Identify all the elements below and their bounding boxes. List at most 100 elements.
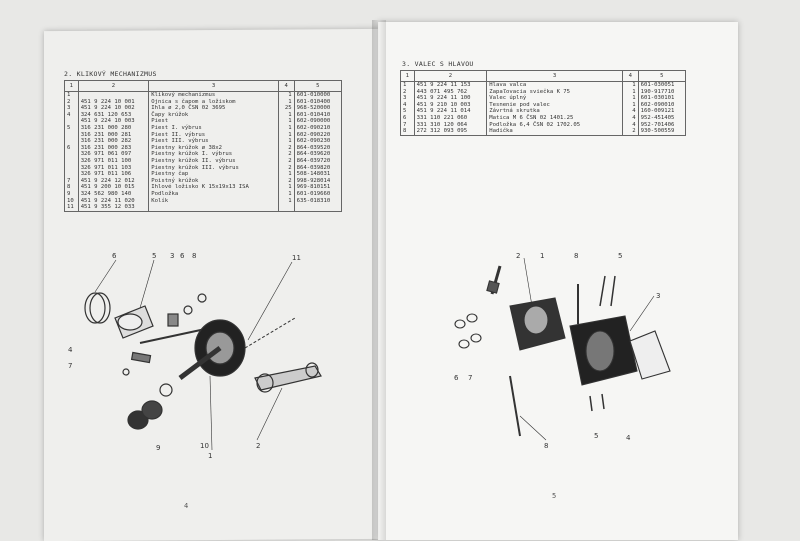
cell-num: 160-009121 [637, 108, 687, 115]
col-header: 4 [621, 70, 639, 82]
cell-num: 601-010000 [293, 91, 343, 99]
cell-num: 864-039820 [293, 164, 343, 172]
cell-qty: 1 [621, 95, 639, 102]
callout-label: 8 [574, 252, 578, 260]
cell-pos [64, 164, 79, 172]
col-header: 4 [277, 80, 295, 92]
cell-name: Podložka [148, 190, 279, 198]
callout-label: 3 [656, 292, 660, 300]
cell-qty: 1 [277, 184, 295, 191]
callout-label: 6 [454, 374, 459, 382]
cell-qty: 1 [621, 101, 639, 109]
cylinder-exploded-drawing: 2 1 8 5 3 6 7 8 5 4 [454, 252, 671, 450]
cell-name: Zapaľovacia sviečka K 75 [486, 88, 623, 96]
cell-num: 602-090210 [293, 124, 343, 132]
cell-num: 952-451405 [637, 114, 687, 122]
cell-code: 316 231 000 283 [77, 144, 150, 152]
cell-qty: 4 [621, 114, 639, 122]
cell-code: 451 9 224 11 020 [77, 197, 150, 205]
callout-label: 2 [516, 252, 520, 260]
cell-num: 601-030051 [637, 81, 687, 89]
callout-label: 4 [68, 346, 73, 354]
cell-qty: 1 [277, 171, 295, 178]
cell-code: 451 9 224 11 014 [413, 108, 488, 115]
callout-label: 1 [208, 452, 212, 460]
cell-code: 451 9 224 10 003 [77, 118, 150, 125]
cell-num: 952-701406 [637, 121, 687, 129]
cell-pos: 6 [400, 114, 415, 122]
left-section-title: 2. KLIKOVÝ MECHANIZMUS [64, 70, 157, 78]
cell-name [148, 204, 279, 212]
cell-name: Ojnica s čapom a ložiskom [148, 98, 279, 106]
callout-label: 3 [170, 252, 174, 260]
callout-label: 8 [544, 442, 548, 450]
callout-label: 5 [594, 432, 598, 440]
cell-code: 451 9 210 10 003 [413, 101, 488, 109]
cell-qty: 1 [277, 118, 295, 125]
cell-name: Čapy krúžok [148, 111, 279, 119]
cell-num: 601-030101 [637, 95, 687, 102]
cell-num: 969-810151 [293, 184, 343, 191]
cell-qty: 2 [621, 128, 639, 136]
cell-pos: 5 [400, 108, 415, 115]
col-header: 2 [413, 70, 488, 82]
cell-code: 326 971 061 097 [77, 151, 150, 158]
cell-name: Ihla ø 2,0 ČSN 02 3695 [148, 105, 279, 112]
cell-name: Matica M 6 ČSN 02 1401.25 [486, 114, 623, 122]
cell-pos [64, 171, 79, 178]
cell-num: 864-039720 [293, 157, 343, 165]
cell-qty: 1 [277, 138, 295, 145]
cell-qty: 1 [621, 81, 639, 89]
cell-qty: 25 [277, 105, 295, 112]
cell-pos: 2 [64, 98, 79, 106]
cell-code: 324 562 980 140 [77, 190, 150, 198]
cell-num [293, 204, 343, 212]
cell-code: 451 9 224 10 002 [77, 105, 150, 112]
cell-qty: 1 [277, 131, 295, 139]
cell-code: 451 9 224 12 012 [77, 177, 150, 185]
col-header: 1 [64, 80, 79, 92]
cell-code: 331 110 221 060 [413, 114, 488, 122]
cell-code: 316 231 000 281 [77, 131, 150, 139]
cell-name: Piestny krúžok I. výbrus [148, 151, 279, 158]
col-header: 3 [486, 70, 623, 82]
cell-qty: 1 [277, 111, 295, 119]
col-header: 5 [293, 80, 343, 92]
cell-qty: 1 [277, 190, 295, 198]
col-header: 1 [400, 70, 415, 82]
cell-num: 930-500559 [637, 128, 687, 136]
cell-qty: 4 [621, 108, 639, 115]
cell-name: Piest II. výbrus [148, 131, 279, 139]
right-page-number: 5 [552, 492, 557, 500]
callout-label: 2 [256, 442, 260, 450]
cell-code: 326 971 011 106 [77, 171, 150, 178]
cell-num: 602-090000 [293, 118, 343, 125]
callout-label: 7 [468, 374, 472, 382]
callout-label: 7 [68, 362, 72, 370]
cell-name: Piestny krúžok ø 38x2 [148, 144, 279, 152]
cell-num: 601-010410 [293, 111, 343, 119]
cell-pos: 8 [64, 184, 79, 191]
cell-qty: 4 [621, 121, 639, 129]
cell-qty: 2 [277, 164, 295, 172]
cell-pos [64, 157, 79, 165]
cell-name: Piestny čap [148, 171, 279, 178]
cell-pos: 1 [400, 81, 415, 89]
